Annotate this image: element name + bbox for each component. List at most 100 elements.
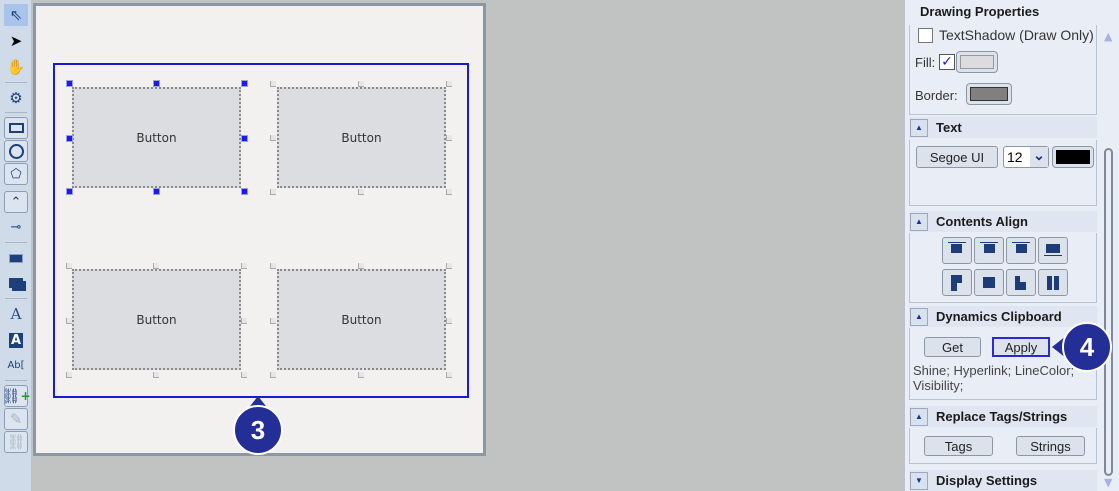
tags-button[interactable]: Tags (924, 436, 993, 456)
resize-handle[interactable] (241, 135, 248, 142)
fill-checkbox[interactable]: ✓ (939, 54, 955, 70)
connector-tool-icon[interactable]: ⊸ (10, 219, 22, 235)
separator (5, 298, 27, 299)
canvas-button-4[interactable]: Button (277, 269, 446, 370)
resize-handle (358, 81, 364, 87)
drawing-properties-panel: Drawing Properties TextShadow (Draw Only… (903, 0, 1119, 491)
resize-handle (270, 372, 276, 378)
text-section: Segoe UI 12 ⌄ (909, 140, 1097, 206)
settings-gear-icon[interactable]: ⚙ (9, 89, 23, 107)
font-size-value: 12 (1007, 149, 1023, 165)
text-filled-icon[interactable]: A (8, 332, 24, 348)
separator (5, 242, 27, 243)
align-middle-icon[interactable] (974, 269, 1004, 296)
fill-label: Fill: (915, 55, 936, 70)
align-left-icon[interactable] (942, 269, 972, 296)
button-shape-icon[interactable] (4, 247, 28, 269)
resize-handle (270, 189, 276, 195)
display-settings-header[interactable]: ▼ Display Settings (909, 470, 1097, 491)
pan-hand-icon[interactable]: ✋ (6, 58, 26, 76)
border-label: Border: (915, 88, 958, 103)
align-top-center-icon[interactable] (974, 237, 1004, 264)
resize-handle[interactable] (66, 80, 73, 87)
resize-handle (153, 263, 159, 269)
canvas-button-3[interactable]: Button (72, 269, 241, 370)
align-stretch-icon[interactable] (1038, 269, 1068, 296)
drawing-toolbar: ⇖ ➤ ✋ ⚙ ⬠ ⌃ ⊸ A A Ab[ ⛓+ ✎ ⛓ (0, 0, 32, 491)
add-dynamic-icon[interactable]: ⛓+ (1, 385, 31, 407)
appearance-section: TextShadow (Draw Only) Fill: ✓ Border: (909, 25, 1097, 115)
contents-align-header[interactable]: ▲ Contents Align (909, 211, 1097, 232)
polygon-tool-icon[interactable]: ⬠ (4, 163, 28, 185)
rectangle-tool-icon[interactable] (4, 117, 28, 139)
resize-handle (358, 263, 364, 269)
contents-align-section (909, 233, 1097, 303)
clipboard-content: Shine; Hyperlink; LineColor; Visibility; (913, 363, 1075, 393)
select-arrow-icon[interactable]: ⇖ (4, 4, 28, 26)
stacked-shape-icon[interactable] (4, 272, 28, 294)
resize-handle[interactable] (66, 188, 73, 195)
fill-color-button[interactable] (956, 51, 998, 73)
get-button[interactable]: Get (924, 337, 981, 357)
text-section-header[interactable]: ▲ Text (909, 117, 1097, 138)
drawing-canvas[interactable] (33, 3, 486, 456)
section-title: Display Settings (936, 473, 1038, 488)
resize-handle[interactable] (66, 135, 73, 142)
canvas-button-1[interactable]: Button (72, 87, 241, 188)
separator (5, 380, 27, 381)
ellipse-tool-icon[interactable] (4, 140, 28, 162)
collapse-icon[interactable]: ▲ (910, 118, 928, 137)
textshadow-checkbox[interactable] (918, 28, 933, 43)
scroll-up-icon[interactable]: ▲ (1104, 30, 1113, 43)
resize-handle[interactable] (241, 80, 248, 87)
resize-handle (446, 189, 452, 195)
resize-handle (358, 189, 364, 195)
resize-handle (446, 372, 452, 378)
polyline-tool-icon[interactable]: ⌃ (4, 191, 28, 213)
expand-icon[interactable]: ▼ (910, 471, 928, 490)
textshadow-label: TextShadow (Draw Only) (939, 27, 1094, 43)
font-size-select[interactable]: 12 ⌄ (1003, 146, 1049, 168)
text-field-icon[interactable]: Ab[ (7, 359, 25, 371)
text-color-button[interactable] (1052, 146, 1094, 168)
scroll-down-icon[interactable]: ▼ (1104, 476, 1113, 489)
apply-button[interactable]: Apply (992, 337, 1050, 357)
strings-button[interactable]: Strings (1016, 436, 1085, 456)
resize-handle[interactable] (241, 188, 248, 195)
font-button[interactable]: Segoe UI (916, 146, 998, 168)
dynamics-clipboard-header[interactable]: ▲ Dynamics Clipboard (909, 306, 1097, 327)
align-bottom-icon[interactable] (1006, 269, 1036, 296)
resize-handle (66, 318, 72, 324)
replace-tags-header[interactable]: ▲Replace Tags/Strings (909, 406, 1097, 427)
align-top-left-icon[interactable] (942, 237, 972, 264)
scrollbar-thumb[interactable] (1104, 148, 1113, 476)
section-title: Dynamics Clipboard (936, 309, 1062, 324)
resize-handle[interactable] (153, 188, 160, 195)
text-outline-icon[interactable]: A (10, 305, 22, 323)
separator (5, 82, 27, 83)
resize-handle (446, 135, 452, 141)
align-top-stretch-icon[interactable] (1038, 237, 1068, 264)
resize-handle[interactable] (153, 80, 160, 87)
align-top-right-icon[interactable] (1006, 237, 1036, 264)
resize-handle (66, 372, 72, 378)
canvas-button-2[interactable]: Button (277, 87, 446, 188)
collapse-icon[interactable]: ▲ (910, 407, 928, 426)
replace-tags-section: Tags Strings (909, 428, 1097, 464)
resize-handle (153, 372, 159, 378)
direct-select-icon[interactable]: ➤ (9, 32, 23, 50)
collapse-icon[interactable]: ▲ (910, 307, 928, 326)
resize-handle (66, 263, 72, 269)
link-dynamic-icon: ⛓ (4, 431, 28, 453)
collapse-icon[interactable]: ▲ (910, 212, 928, 231)
callout-4: 4 (1062, 322, 1112, 372)
edit-dynamic-icon: ✎ (4, 408, 28, 430)
resize-handle (270, 263, 276, 269)
resize-handle (358, 372, 364, 378)
chevron-down-icon[interactable]: ⌄ (1030, 147, 1048, 167)
dynamics-clipboard-section: Get Apply Shine; Hyperlink; LineColor; V… (909, 328, 1097, 400)
resize-handle (241, 318, 247, 324)
border-color-button[interactable] (966, 83, 1012, 105)
section-title: Text (936, 120, 962, 135)
section-title: Contents Align (936, 214, 1028, 229)
